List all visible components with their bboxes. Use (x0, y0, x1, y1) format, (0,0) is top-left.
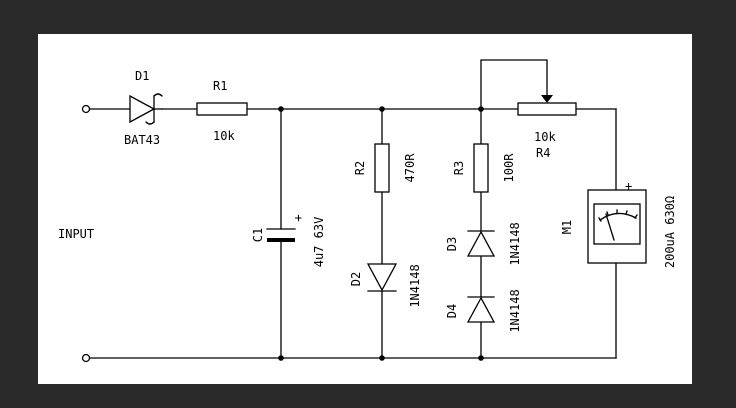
label-d1-ref: D1 (135, 69, 149, 83)
diode-d1-schottky-hook (145, 121, 155, 125)
label-r4-value: 10k (534, 130, 556, 144)
junction-dot (379, 106, 385, 112)
meter-m1 (587, 189, 647, 264)
diode-d3 (466, 230, 496, 257)
input-terminal-bottom-icon (81, 353, 91, 363)
input-terminal-top-icon (81, 104, 91, 114)
label-d4-value: 1N4148 (508, 289, 522, 332)
label-r2-value: 470R (403, 153, 417, 183)
resistor-r1 (196, 102, 248, 116)
label-r1-value: 10k (213, 129, 235, 143)
resistor-r3 (473, 143, 489, 193)
label-m1-value: 200uA 630Ω (663, 196, 677, 268)
label-m1-polarity: + (625, 179, 632, 193)
junction-dot (478, 106, 484, 112)
label-d1-value: BAT43 (124, 133, 160, 147)
meter-scale-tick (625, 210, 628, 215)
label-c1-ref: C1 (251, 228, 265, 242)
label-d3-ref: D3 (445, 237, 459, 251)
diode-d2 (366, 263, 398, 292)
diode-d1 (129, 93, 163, 125)
wire-r4-wiper (480, 59, 548, 110)
junction-dot (278, 355, 284, 361)
capacitor-c1-plate-negative (267, 238, 295, 242)
meter-scale-tick (598, 217, 602, 222)
diode-d1-schottky-hook (153, 93, 163, 97)
resistor-r2 (374, 143, 390, 193)
junction-dot (379, 355, 385, 361)
label-r2-ref: R2 (353, 161, 367, 175)
meter-scale-tick (634, 214, 638, 219)
meter-scale-tick (606, 211, 609, 216)
circuit-schematic: INPUT D1 BAT43 R1 10k C1 + 4u7 63V R2 47… (58, 59, 677, 363)
junction-dot (478, 355, 484, 361)
label-m1-ref: M1 (560, 220, 574, 234)
label-r3-ref: R3 (452, 161, 466, 175)
label-r1-ref: R1 (213, 79, 227, 93)
capacitor-c1 (266, 228, 296, 242)
label-c1-polarity: + (291, 214, 305, 221)
potentiometer-wiper-arrow-icon (541, 95, 553, 103)
diode-d3-body (466, 230, 496, 257)
meter-needle (605, 213, 615, 241)
potentiometer-r4 (517, 95, 577, 116)
diode-d2-body (366, 263, 398, 292)
labels: INPUT D1 BAT43 R1 10k C1 + 4u7 63V R2 47… (58, 69, 677, 333)
potentiometer-r4-body (517, 102, 577, 116)
junctions (278, 106, 484, 361)
label-r3-value: 100R (502, 153, 516, 183)
label-d2-ref: D2 (349, 272, 363, 286)
diode-d4 (466, 296, 496, 323)
label-d4-ref: D4 (445, 304, 459, 318)
label-d3-value: 1N4148 (508, 222, 522, 265)
label-c1-value: 4u7 63V (312, 217, 326, 268)
wires (88, 59, 617, 359)
label-d2-value: 1N4148 (408, 264, 422, 307)
analog-meter-icon (593, 203, 641, 245)
label-r4-ref: R4 (536, 146, 550, 160)
schematic-sheet: INPUT D1 BAT43 R1 10k C1 + 4u7 63V R2 47… (38, 34, 692, 384)
junction-dot (278, 106, 284, 112)
diode-d1-anode (129, 94, 156, 124)
diode-d4-body (466, 296, 496, 323)
label-input: INPUT (58, 227, 94, 241)
